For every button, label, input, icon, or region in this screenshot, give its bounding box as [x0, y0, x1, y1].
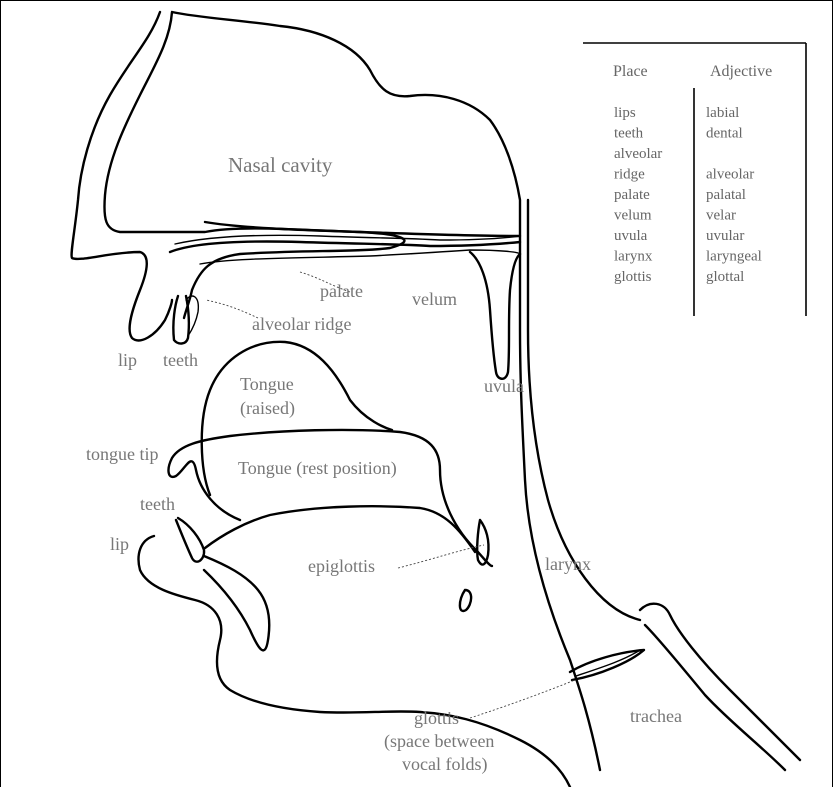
label-teeth-upper: teeth — [163, 350, 198, 370]
table-place-cell: glottis — [614, 269, 652, 285]
label-glottis: glottis — [414, 708, 459, 728]
table-adjective-cell: velar — [706, 208, 736, 224]
table-place-cell: lips — [614, 105, 636, 121]
label-palate: palate — [320, 281, 363, 301]
table-adjective-cell: uvular — [706, 228, 744, 244]
table-place-cell: alveolar — [614, 146, 662, 162]
label-tongue-rest: Tongue (rest position) — [238, 458, 397, 479]
label-velum: velum — [412, 289, 457, 309]
table-place-cell: velum — [614, 208, 652, 224]
label-larynx: larynx — [545, 554, 591, 574]
label-lip-upper: lip — [118, 350, 137, 370]
label-glottis-note-1: (space between — [384, 731, 494, 752]
label-nasal-cavity: Nasal cavity — [228, 153, 333, 177]
label-alveolar-ridge: alveolar ridge — [252, 314, 351, 334]
jaw-inner — [204, 556, 269, 650]
label-tongue-raised-2: (raised) — [240, 398, 295, 419]
label-tongue-tip: tongue tip — [86, 444, 159, 464]
label-glottis-note-2: vocal folds) — [402, 754, 487, 775]
trachea-ring-2 — [645, 625, 785, 770]
leader-alveolar — [206, 300, 258, 318]
table-adjective-cell: laryngeal — [706, 249, 762, 265]
trachea-ring — [640, 604, 800, 760]
table-adjective-cell: dental — [706, 126, 743, 142]
table-adjective-cell: labial — [706, 105, 739, 121]
label-teeth-lower: teeth — [140, 494, 175, 514]
table-place-column: lips teeth alveolar ridge palate velum uvula la… — [614, 105, 662, 285]
lower-teeth — [176, 518, 204, 562]
velum-outline — [470, 252, 520, 379]
table-place-cell: uvula — [614, 228, 648, 244]
place-adjective-table: Place Adjective lips teeth alveolar ridge pa… — [583, 43, 806, 316]
table-place-cell: ridge — [614, 167, 645, 183]
table-place-cell: teeth — [614, 126, 644, 142]
label-tongue-raised-1: Tongue — [240, 374, 294, 394]
table-place-cell: palate — [614, 187, 650, 203]
nasal-cavity-outline — [104, 12, 520, 236]
label-trachea: trachea — [630, 706, 682, 726]
leader-glottis — [470, 680, 575, 718]
palate-fold — [184, 222, 404, 318]
tongue-body — [205, 506, 475, 552]
table-adjective-cell: alveolar — [706, 167, 754, 183]
palate-fold-2 — [200, 250, 520, 264]
table-adjective-cell: glottal — [706, 269, 744, 285]
label-epiglottis: epiglottis — [308, 556, 375, 576]
table-adjective-column: labial dental alveolar palatal velar uvular la… — [706, 105, 762, 285]
table-header-place: Place — [613, 63, 648, 80]
tongue-rest-outline — [169, 430, 492, 566]
epiglottis-flap — [460, 590, 471, 611]
table-place-cell: larynx — [614, 249, 653, 265]
table-header-adjective: Adjective — [710, 63, 772, 80]
pharynx-back-wall — [520, 236, 600, 770]
label-lip-lower: lip — [110, 534, 129, 554]
table-adjective-cell: palatal — [706, 187, 746, 203]
label-uvula: uvula — [484, 376, 524, 396]
upper-teeth — [173, 296, 188, 344]
